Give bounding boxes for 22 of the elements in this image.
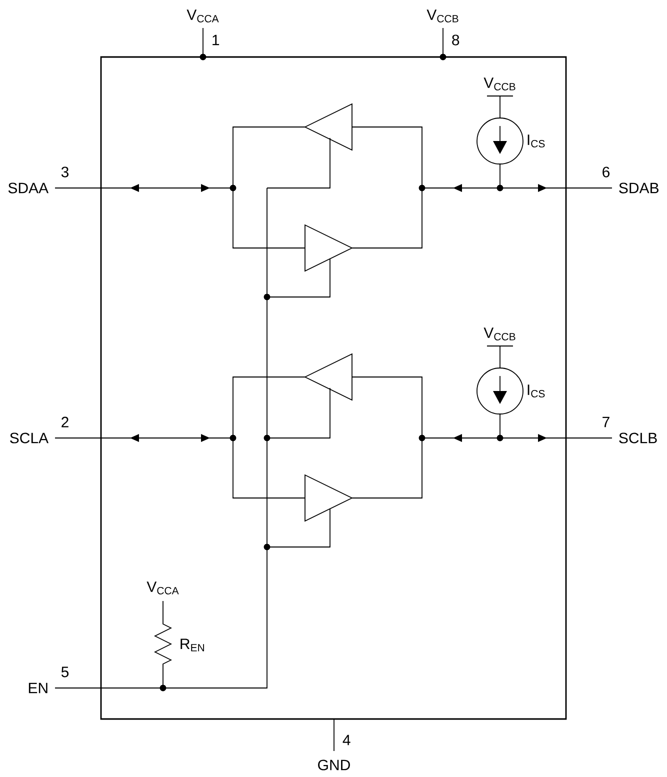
pin-number: 2 — [62, 416, 68, 428]
pin-number: 4 — [342, 734, 350, 746]
pin-number: 3 — [61, 166, 68, 178]
supply-label: V$_{CCB}$ — [484, 328, 516, 340]
pin-number: 7 — [602, 416, 610, 428]
pin-name: SDAB — [619, 182, 658, 194]
pin-number: 6 — [602, 166, 610, 178]
pin-name: V$_{CCA}$ — [186, 10, 219, 22]
pin-name: SCLA — [10, 432, 49, 444]
pin-name: SCLB — [619, 432, 657, 444]
pin-name: GND — [318, 760, 350, 770]
component-label: I$_{CS}$ — [528, 134, 545, 148]
pin-number: 5 — [61, 666, 69, 678]
pin-name: EN — [28, 682, 48, 694]
pin-name: SDAA — [8, 182, 49, 194]
pin-number: 1 — [212, 34, 220, 46]
component-label: I$_{CS}$ — [528, 384, 545, 398]
supply-label: V$_{CCB}$ — [484, 78, 516, 90]
pin-name: V$_{CCB}$ — [426, 10, 458, 22]
supply-label: V$_{CCA}$ — [146, 582, 179, 594]
pin-number: 8 — [452, 34, 460, 46]
component-label: R$_{EN}$ — [180, 638, 204, 652]
